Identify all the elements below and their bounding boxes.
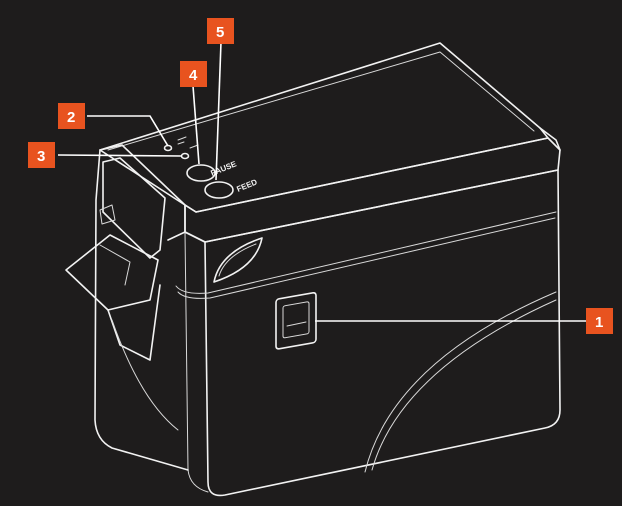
control-panel: PAUSE FEED	[163, 136, 259, 199]
paper-flap	[65, 234, 159, 311]
paper-guide-upper	[99, 144, 186, 241]
callout-leaders	[57, 41, 586, 322]
left-side-panel	[94, 149, 189, 471]
callout-5: 5	[207, 18, 234, 44]
usb-port-frame	[275, 291, 317, 350]
front-seam-2	[175, 211, 557, 294]
callout-1-number: 1	[595, 314, 603, 331]
callout-5-box	[207, 18, 234, 44]
printer-body	[99, 42, 561, 497]
callout-4-number: 4	[189, 67, 198, 84]
usb-port-inner	[282, 301, 310, 339]
leader-2	[87, 115, 169, 147]
leader-3	[57, 154, 183, 157]
front-face	[184, 169, 561, 497]
bottom-curve-panel	[371, 299, 557, 471]
paper-flap-inner	[99, 244, 131, 286]
leader-4	[192, 85, 200, 165]
front-left-edge	[184, 231, 209, 493]
paper-exit-assembly	[65, 144, 189, 471]
callout-3-number: 3	[37, 148, 45, 165]
right-bevel	[539, 127, 561, 151]
callout-4: 4	[180, 61, 207, 87]
paper-guide-block	[102, 157, 166, 259]
callout-3: 3	[28, 142, 55, 168]
led-label-marks	[177, 136, 199, 149]
leader-5	[215, 41, 222, 181]
feed-button[interactable]	[204, 181, 234, 199]
callout-2-box	[58, 103, 85, 129]
side-lower-edge	[111, 319, 179, 431]
paper-exit-slot	[107, 284, 161, 361]
pause-button-label: PAUSE	[209, 159, 238, 178]
usb-port	[275, 291, 317, 350]
callout-2-number: 2	[67, 109, 75, 126]
bottom-curve-panel-2	[364, 291, 557, 473]
side-clip	[99, 204, 116, 225]
usb-port-slot	[286, 321, 307, 327]
window-cutout-inner	[218, 243, 257, 277]
callout-2: 2	[58, 103, 85, 129]
callout-1-box	[586, 308, 613, 334]
top-cover-edge	[107, 51, 535, 151]
pause-button[interactable]	[186, 164, 216, 182]
callout-4-box	[180, 61, 207, 87]
feed-button-label: FEED	[235, 177, 258, 193]
callout-5-number: 5	[216, 24, 224, 41]
top-cover	[99, 42, 549, 213]
status-led-icon	[163, 144, 173, 152]
callout-1: 1	[586, 308, 613, 334]
callout-3-box	[28, 142, 55, 168]
front-seam	[177, 217, 556, 299]
window-cutout	[213, 237, 263, 283]
error-led-icon	[180, 152, 190, 160]
